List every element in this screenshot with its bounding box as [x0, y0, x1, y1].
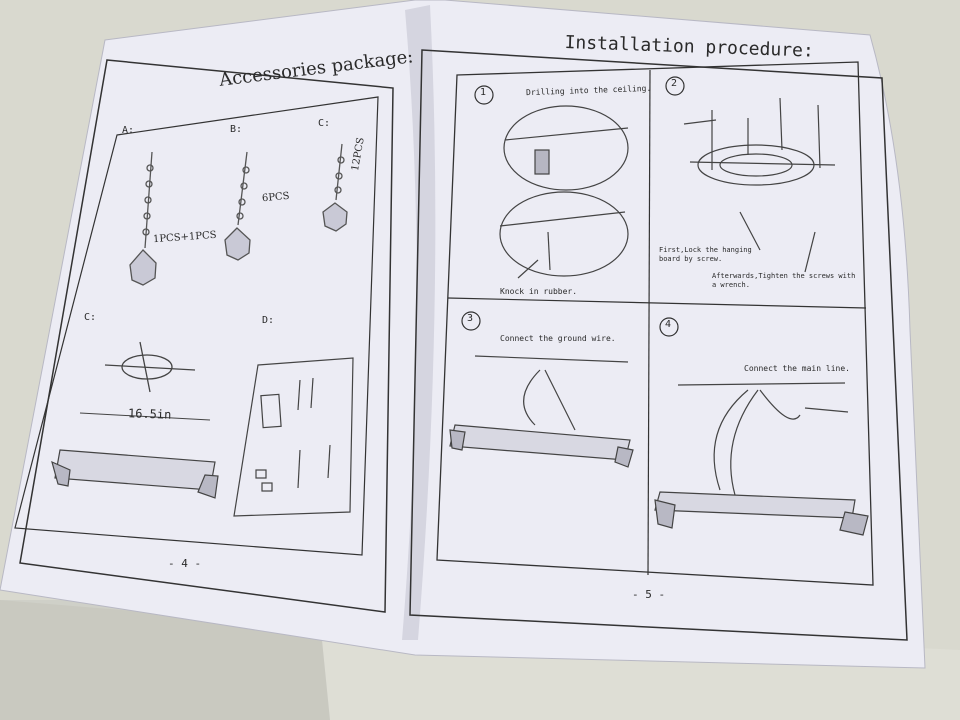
step-3-circle: [461, 311, 481, 331]
step-3-number: 3: [467, 313, 474, 324]
steps-grid: [436, 61, 874, 586]
step-4-caption: Connect the main line.: [744, 364, 850, 373]
hardware-kit-box: [233, 357, 354, 517]
step-1-number: 1: [480, 87, 487, 98]
mounting-plate-icon: [79, 341, 211, 421]
right-page-border: [409, 49, 908, 641]
step-4-main-line-illustration: [654, 382, 869, 536]
step-2-plate-illustration: [683, 97, 836, 273]
step-4-number: 4: [665, 319, 672, 330]
step-3-caption: Connect the ground wire.: [500, 334, 616, 343]
step-1-caption-bottom: Knock in rubber.: [500, 287, 578, 296]
label-b: B:: [230, 124, 243, 135]
label-c-plate: C:: [84, 312, 97, 323]
left-inner-frame: [14, 96, 379, 556]
booklet-spine: [402, 5, 436, 640]
crystal-strand-a-icon: [129, 151, 157, 286]
label-d: D:: [262, 315, 275, 326]
step-2-caption-bottom: Afterwards,Tighten the screws with a wre…: [712, 272, 856, 289]
step-4-circle: [659, 317, 679, 337]
step-2-caption-top: First,Lock the hanging board by screw.: [659, 246, 752, 263]
dimension-label: 16.5in: [127, 406, 172, 422]
label-c-top: C:: [318, 118, 331, 129]
label-a: A:: [122, 125, 135, 136]
step-2-number: 2: [671, 78, 678, 89]
crystal-strand-c-icon: [322, 143, 348, 232]
step-3-ground-wire-illustration: [449, 355, 634, 468]
step-2-circle: [665, 76, 685, 96]
step-1-drill-illustration: [499, 105, 629, 279]
right-page-number: - 5 -: [632, 588, 666, 601]
left-page-number: - 4 -: [168, 557, 202, 570]
booklet-paper: [0, 0, 926, 669]
step-1-circle: [474, 85, 494, 105]
crystal-strand-b-icon: [224, 151, 251, 261]
lamp-body-icon: [51, 449, 219, 499]
